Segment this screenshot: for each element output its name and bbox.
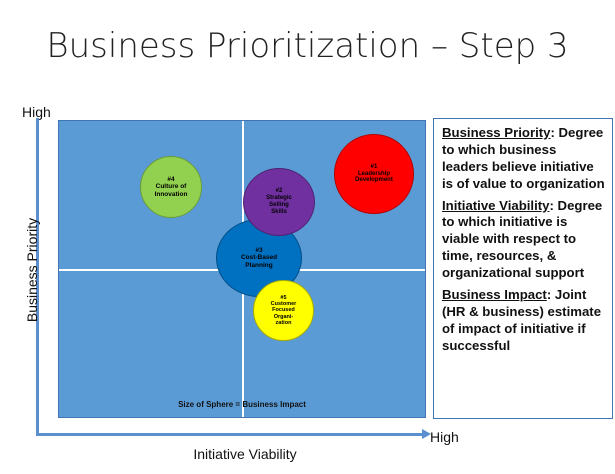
y-axis-line bbox=[36, 118, 39, 435]
priority-matrix: #4 Culture of Innovation #1 Leadership D… bbox=[58, 120, 426, 418]
x-axis-high-label: High bbox=[430, 429, 459, 445]
bubble-customer-focused-organization: #5 Customer Focused Organi- zation bbox=[253, 280, 314, 341]
bubble-strategic-selling-skills: #2 Strategic Selling Skills bbox=[243, 168, 315, 236]
bubble-culture-of-innovation: #4 Culture of Innovation bbox=[140, 156, 202, 218]
sphere-size-note: Size of Sphere = Business Impact bbox=[178, 400, 306, 409]
legend-item: Initiative Viability: Degree to which in… bbox=[442, 198, 606, 282]
x-axis-arrow-icon bbox=[422, 429, 431, 439]
y-axis-label: Business Priority bbox=[24, 217, 40, 323]
legend-desc: : Joint (HR & business) estimate of impa… bbox=[442, 287, 602, 353]
slide-title: Business Prioritization – Step 3 bbox=[46, 26, 569, 66]
y-axis-high-label: High bbox=[22, 104, 51, 120]
x-axis-line bbox=[36, 433, 424, 436]
x-axis-label: Initiative Viability bbox=[193, 446, 297, 462]
legend-term: Business Impact bbox=[442, 287, 547, 303]
legend-item: Business Priority: Degree to which busin… bbox=[442, 125, 606, 193]
legend-term: Initiative Viability bbox=[442, 197, 550, 213]
bubble-leadership-development: #1 Leadership Development bbox=[334, 134, 414, 214]
definitions-legend: Business Priority: Degree to which busin… bbox=[433, 118, 613, 419]
legend-desc: : Degree to which business leaders belie… bbox=[442, 125, 605, 191]
legend-desc: : Degree to which initiative is viable w… bbox=[442, 197, 603, 281]
legend-item: Business Impact: Joint (HR & business) e… bbox=[442, 287, 606, 355]
legend-term: Business Priority bbox=[442, 125, 551, 140]
